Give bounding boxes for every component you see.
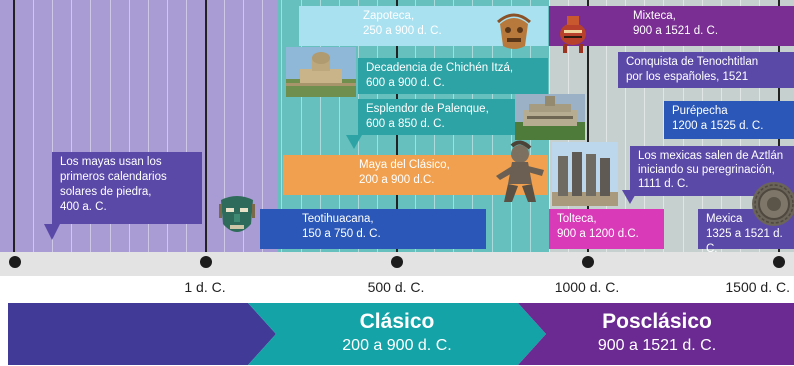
event-zapoteca-line2: 250 a 900 d. C. xyxy=(363,25,442,37)
grid-line xyxy=(262,0,264,252)
tick-label: 1500 d. C. xyxy=(725,279,790,295)
zapotec-urn-icon xyxy=(497,13,531,49)
event-mexicas-salen-line2: iniciando su peregrinación, xyxy=(638,164,775,176)
grid-line xyxy=(243,0,245,252)
event-mixteca-line2: 900 a 1521 d. C. xyxy=(633,25,719,37)
grid-line xyxy=(109,0,111,252)
axis-line-1000dc xyxy=(587,0,589,262)
event-conquista-line2: por los españoles, 1521 xyxy=(626,71,749,83)
event-mexicas-salen-line1: Los mexicas salen de Aztlán xyxy=(638,150,784,162)
tick-label: 500 d. C. xyxy=(367,279,425,295)
grid-line xyxy=(166,0,168,252)
grid-line xyxy=(71,0,73,252)
event-mayas-calendarios-pointer xyxy=(44,224,60,240)
event-mexicas-salen: Los mexicas salen de Aztlán iniciando su… xyxy=(630,146,794,196)
event-mayas-calendarios-line3: solares de piedra, xyxy=(60,186,152,198)
aztec-sun-stone-icon xyxy=(752,182,794,226)
mixtec-vessel-icon xyxy=(560,16,586,53)
event-teotihuacana: Teotihuacana, 150 a 750 d. C. xyxy=(260,209,486,249)
event-mexicas-salen-pointer xyxy=(622,190,638,204)
tick-label: 1 d. C. xyxy=(184,279,226,295)
event-mayas-calendarios: Los mayas usan los primeros calendarios … xyxy=(52,152,202,224)
grid-line xyxy=(625,0,627,252)
grid-line xyxy=(606,0,608,252)
event-mayas-calendarios-line2: primeros calendarios xyxy=(60,171,167,183)
event-tolteca: Tolteca, 900 a 1200 d.C. xyxy=(549,209,664,249)
tula-atlantes-photo xyxy=(552,142,618,206)
event-mexica-line2: 1325 a 1521 d. C. xyxy=(706,228,783,255)
event-mixteca-line1: Mixteca, xyxy=(633,10,676,22)
clasico-band xyxy=(248,303,546,365)
period-clasico-name: Clásico xyxy=(359,310,435,333)
period-clasico: Clásico 200 a 900 d. C. xyxy=(276,305,518,363)
grid-line xyxy=(52,0,54,252)
period-posclasico-range: 900 a 1521 d. C. xyxy=(597,337,717,354)
timeline-dot xyxy=(582,256,594,268)
timeline-dot xyxy=(200,256,212,268)
event-mexica-line1: Mexica xyxy=(706,213,743,225)
period-bands xyxy=(8,303,794,365)
grid-line xyxy=(33,0,35,252)
grid-line xyxy=(224,0,226,252)
grid-line xyxy=(300,0,302,252)
event-chichen-itza-line2: 600 a 900 d. C. xyxy=(366,77,445,89)
chichen-itza-photo xyxy=(286,47,356,97)
event-tolteca-line1: Tolteca, xyxy=(557,213,597,225)
grid-line xyxy=(147,0,149,252)
event-zapoteca-line1: Zapoteca, xyxy=(363,10,415,22)
event-teotihuacana-line2: 150 a 750 d. C. xyxy=(302,228,381,240)
grid-line xyxy=(185,0,187,252)
event-maya-clasico-line2: 200 a 900 d.C. xyxy=(359,174,435,186)
event-conquista-line1: Conquista de Tenochtitlan xyxy=(626,56,759,68)
grid-line xyxy=(338,0,340,252)
event-purepecha-line1: Purépecha xyxy=(672,105,728,117)
event-mexicas-salen-line3: 1111 d. C. xyxy=(638,178,689,190)
posclasico-band xyxy=(518,303,794,365)
grid-line xyxy=(281,0,283,252)
event-purepecha: Purépecha 1200 a 1525 d. C. xyxy=(664,101,794,139)
event-palenque: Esplendor de Palenque, 600 a 850 d. C. xyxy=(358,99,518,135)
event-palenque-line1: Esplendor de Palenque, xyxy=(366,103,489,115)
event-chichen-itza-line1: Decadencia de Chichén Itzá, xyxy=(366,62,514,74)
period-clasico-range: 200 a 900 d. C. xyxy=(342,337,452,354)
tick-label: 1000 d. C. xyxy=(554,279,620,295)
event-chichen-itza: Decadencia de Chichén Itzá, 600 a 900 d.… xyxy=(358,58,548,94)
timeline-dot xyxy=(391,256,403,268)
event-palenque-pointer xyxy=(346,135,362,149)
preclasico-band xyxy=(8,303,276,365)
event-tolteca-line2: 900 a 1200 d.C. xyxy=(557,228,639,240)
event-purepecha-line2: 1200 a 1525 d. C. xyxy=(672,120,764,132)
grid-line xyxy=(128,0,130,252)
event-mixteca: Mixteca, 900 a 1521 d. C. xyxy=(549,6,794,46)
period-posclasico: Posclásico 900 a 1521 d. C. xyxy=(546,305,768,363)
period-posclasico-name: Posclásico xyxy=(602,310,712,333)
grid-line xyxy=(663,0,665,252)
event-teotihuacana-line1: Teotihuacana, xyxy=(302,213,374,225)
event-palenque-line2: 600 a 850 d. C. xyxy=(366,118,445,130)
maya-warrior-figure-icon xyxy=(496,140,544,202)
palenque-photo xyxy=(515,94,585,140)
event-conquista: Conquista de Tenochtitlan por los españo… xyxy=(618,52,794,88)
maya-jade-mask-icon xyxy=(219,196,255,232)
timeline-dot xyxy=(773,256,785,268)
axis-line-1dc xyxy=(205,0,207,262)
axis-line-500ac xyxy=(13,0,15,262)
event-maya-clasico-line1: Maya del Clásico, xyxy=(359,159,450,171)
timeline-dot xyxy=(9,256,21,268)
grid-line xyxy=(319,0,321,252)
event-mayas-calendarios-line4: 400 a. C. xyxy=(60,201,107,213)
grid-line xyxy=(644,0,646,252)
event-mayas-calendarios-line1: Los mayas usan los xyxy=(60,156,162,168)
grid-line xyxy=(90,0,92,252)
